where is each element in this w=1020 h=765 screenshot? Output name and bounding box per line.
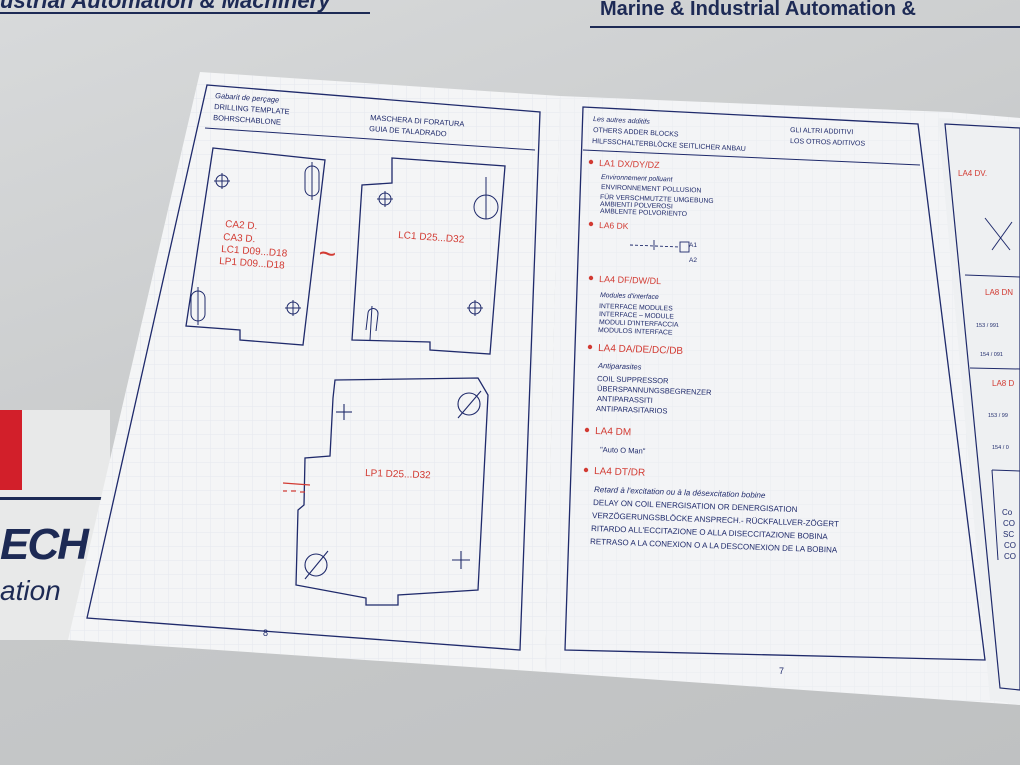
right-header-left-1: Les autres additifs	[593, 116, 651, 126]
text-line: ANTIPARASSITI	[597, 394, 653, 405]
text-line: ÜBERSPANNUNGSBEGRENZER	[597, 384, 712, 397]
right-header-right-1: GLI ALTRI ADDITIVI	[790, 127, 854, 136]
text-line: Co	[1002, 508, 1013, 517]
section-la4-da-title: LA4 DA/DE/DC/DB	[598, 343, 684, 357]
dc-symbol-label: =	[0, 0, 1, 1]
text-line: AMBLENTE POLVORIENTO	[600, 208, 687, 218]
right-header-left-2: OTHERS ADDER BLOCKS	[593, 127, 679, 138]
ac-symbol: ~	[318, 237, 338, 271]
left-header-line-1: Gabarit de perçage	[215, 91, 280, 104]
text-line: LA4 DV.	[958, 169, 987, 178]
template-1-label-4: LP1 D09...D18	[219, 256, 286, 272]
left-page-frame	[86, 84, 541, 651]
text-line: ENVIRONNEMENT POLLUSION	[601, 184, 702, 195]
text-line: FÜR VERSCHMUTZTE UMGEBUNG	[600, 193, 714, 205]
drilling-template-2	[351, 157, 506, 355]
section-la4-dm-title: LA4 DM	[595, 426, 631, 438]
far-right-fragments: LA4 DV. LA8 DN 153 / 991 154 / 091 LA8 D…	[958, 169, 1020, 561]
text-line: 153 / 99	[988, 413, 1008, 419]
drilling-template-3	[295, 377, 489, 606]
section-la4-da: LA4 DA/DE/DC/DB Antiparasites COIL SUPPR…	[587, 343, 712, 415]
text-line: MODULI D'INTERFACCIA	[599, 319, 679, 329]
text-line: 153 / 991	[976, 323, 999, 329]
section-la6-title: LA6 DK	[599, 220, 629, 231]
dc-symbol	[282, 482, 311, 493]
text-line: "Auto O Man"	[600, 445, 646, 456]
left-page-number: 8	[263, 628, 268, 638]
banner-text-left: ustrial Automation & Machinery	[0, 0, 331, 13]
template-1-label-1: CA2 D.	[225, 219, 258, 232]
template-3-label: LP1 D25...D32	[365, 468, 431, 481]
text-line: COIL SUPPRESSOR	[597, 374, 669, 386]
section-la4-df: LA4 DF/DW/DL Modules d'interface INTERFA…	[588, 274, 679, 337]
banner-text-right: Marine & Industrial Automation &	[600, 0, 916, 20]
section-la6: LA6 DK A1 A2	[588, 220, 697, 264]
section-la4-df-title: LA4 DF/DW/DL	[599, 274, 661, 286]
text-line: CO	[1004, 552, 1016, 561]
text-line: INTERFACE – MODULE	[599, 311, 674, 321]
section-la1-title: LA1 DX/DY/DZ	[599, 158, 660, 170]
sticker-red-mark	[0, 410, 22, 490]
right-page-frame	[564, 106, 986, 661]
mounting-holes-3	[304, 390, 482, 580]
text-line: 154 / 091	[980, 352, 1003, 358]
right-header-right-2: LOS OTROS ADITIVOS	[790, 138, 866, 148]
text-line: Antiparasites	[597, 361, 642, 372]
mounting-holes-2	[365, 177, 499, 341]
text-line: 154 / 0	[992, 445, 1009, 451]
text-line: AMBIENTI POLVEROSI	[600, 201, 673, 211]
right-page-number: 7	[779, 666, 784, 676]
text-line: Environnement polluant	[601, 174, 674, 184]
coil-label-a2: A2	[689, 257, 697, 264]
text-line: CO	[1004, 541, 1016, 550]
text-line: Modules d'interface	[600, 292, 659, 301]
text-line: LA8 DN	[985, 288, 1013, 297]
coil-label-a1: A1	[689, 242, 697, 249]
text-line: CO	[1003, 519, 1015, 528]
text-line: SC	[1003, 530, 1014, 539]
text-line: ANTIPARASITARIOS	[596, 404, 668, 415]
banner-underline-left	[0, 12, 370, 14]
text-line: INTERFACE MODULES	[599, 303, 673, 313]
sticker-text-small: ation	[0, 575, 61, 606]
section-la4-dm: LA4 DM "Auto O Man"	[584, 426, 646, 456]
drilling-template-1	[185, 147, 326, 346]
template-1-label-2: CA3 D.	[223, 232, 256, 245]
mounting-holes-1	[190, 162, 320, 325]
text-line: LA8 D	[992, 379, 1014, 388]
section-la4-dt-title: LA4 DT/DR	[594, 466, 645, 479]
template-1-label-3: LC1 D09...D18	[221, 244, 288, 260]
text-line: MODULOS INTERFACE	[598, 327, 673, 337]
template-2-label: LC1 D25...D32	[398, 230, 465, 246]
section-la1: LA1 DX/DY/DZ Environnement polluant ENVI…	[588, 158, 714, 218]
sticker-divider	[0, 497, 110, 500]
banner-underline-right	[590, 26, 1020, 28]
coil-diagram	[629, 240, 690, 253]
